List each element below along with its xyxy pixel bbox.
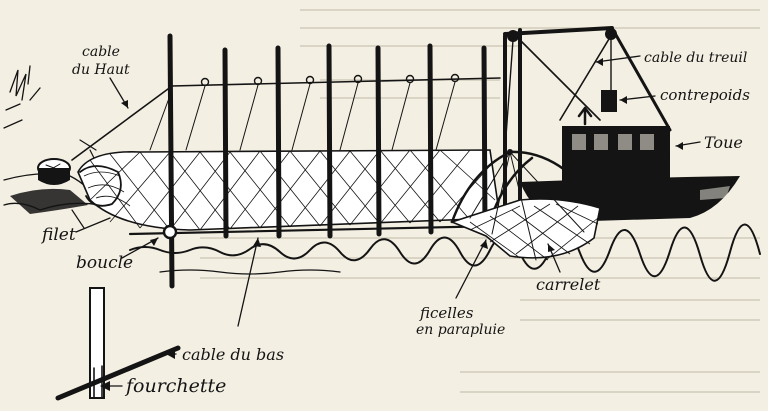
label-cable-du-treuil: cable du treuil [644,50,747,66]
label-toue: Toue [704,133,743,152]
label-ficelles-line1: ficelles [419,304,474,322]
stump-anchor [37,158,71,185]
label-contrepoids: contrepoids [660,86,750,104]
labels: cable du Haut cable du treuil contrepoid… [40,44,750,397]
leader-lines [75,55,701,391]
poles [167,33,488,289]
label-boucle: boucle [76,253,133,273]
cable-du-haut [71,73,501,161]
label-cable-du-bas: cable du bas [182,345,284,364]
label-carrelet: carrelet [536,275,601,294]
label-cable-du-haut-line2: du Haut [72,62,130,78]
cable-du-bas [128,224,502,236]
winch-crane [503,26,672,234]
label-ficelles-line2: en parapluie [416,322,505,338]
label-fourchette: fourchette [124,375,226,397]
boucle-ring [162,224,178,240]
filet-net [77,149,501,231]
label-filet: filet [40,225,76,245]
carrelet-net [449,149,602,261]
label-cable-du-haut-line1: cable [82,44,120,60]
fourchette-inset [55,287,181,401]
